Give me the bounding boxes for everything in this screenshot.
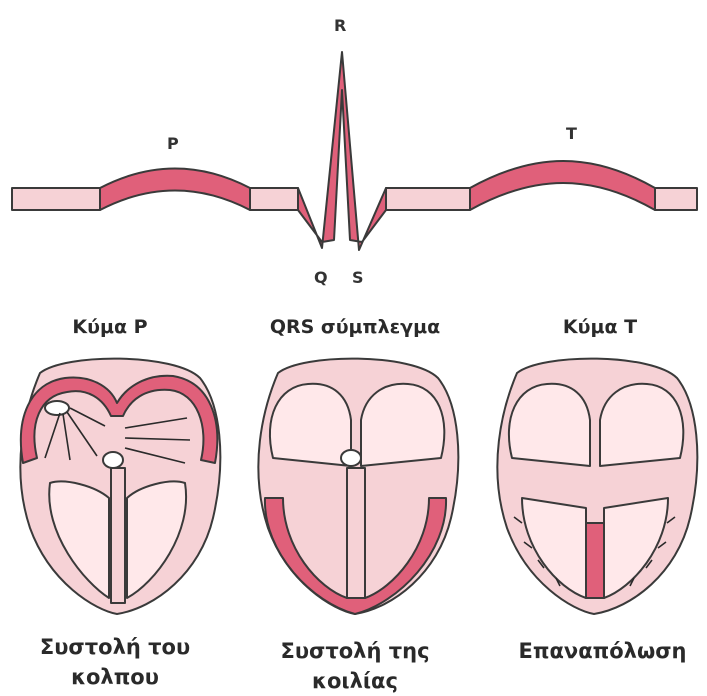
panel-caption-t: Επαναπόλωση (505, 636, 700, 666)
atrium (270, 384, 351, 466)
caption-line: κοιλίας (250, 666, 460, 696)
label-q: Q (314, 268, 328, 287)
caption-line: κολπου (15, 662, 215, 692)
label-p: P (167, 134, 179, 153)
atrium (509, 384, 590, 466)
av-node (103, 452, 123, 468)
baseline-segment (386, 188, 470, 210)
caption-line: Συστολή του (15, 632, 215, 662)
heart-atrial-systole (5, 348, 230, 618)
panel-title-p: Κύμα P (30, 316, 190, 338)
panel-title-t: Κύμα T (520, 316, 680, 338)
av-node (341, 450, 361, 466)
baseline-segment (250, 188, 298, 210)
baseline-segment (655, 188, 697, 210)
label-r: R (334, 16, 346, 35)
caption-line: Συστολή της (250, 636, 460, 666)
label-s: S (352, 268, 364, 287)
panel-title-qrs: QRS σύμπλεγμα (250, 316, 460, 338)
p-wave (100, 169, 250, 211)
qrs-complex (298, 52, 386, 250)
label-t: T (566, 124, 577, 143)
heart-repolarization (482, 348, 707, 618)
sa-node (45, 401, 69, 415)
septum (111, 468, 125, 603)
septum-repolarized (586, 523, 604, 598)
caption-line: Επαναπόλωση (505, 636, 700, 666)
panel-caption-qrs: Συστολή της κοιλίας (250, 636, 460, 696)
ecg-waveform (0, 0, 707, 300)
atrium (600, 384, 683, 466)
panel-caption-p: Συστολή του κολπου (15, 632, 215, 692)
baseline-segment (12, 188, 100, 210)
heart-ventricular-systole (243, 348, 468, 618)
t-wave (470, 161, 655, 210)
septum (347, 468, 365, 598)
atrium (361, 384, 444, 466)
